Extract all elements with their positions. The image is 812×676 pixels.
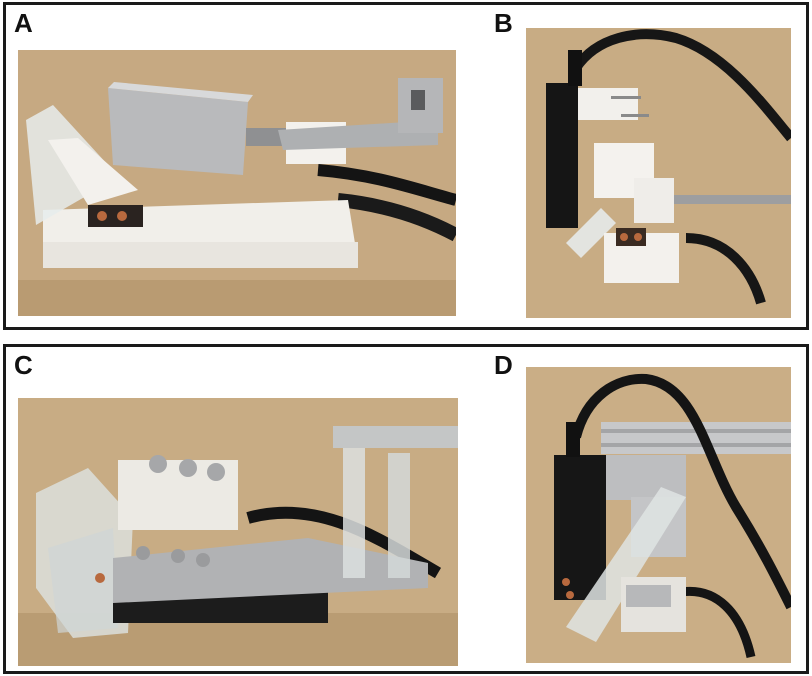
panel-b-photo [526,28,791,318]
panel-a-image [18,50,456,316]
panel-c-image [18,398,458,666]
panel-d-image [526,367,791,663]
panel-d-photo [526,367,791,663]
panel-a-photo [18,50,456,316]
panel-b-label: B [494,8,513,38]
panel-d-label: D [494,350,513,380]
panel-c-photo [18,398,458,666]
panel-a-label: A [14,8,33,38]
panel-b-image [526,28,791,318]
panel-c-label: C [14,350,33,380]
